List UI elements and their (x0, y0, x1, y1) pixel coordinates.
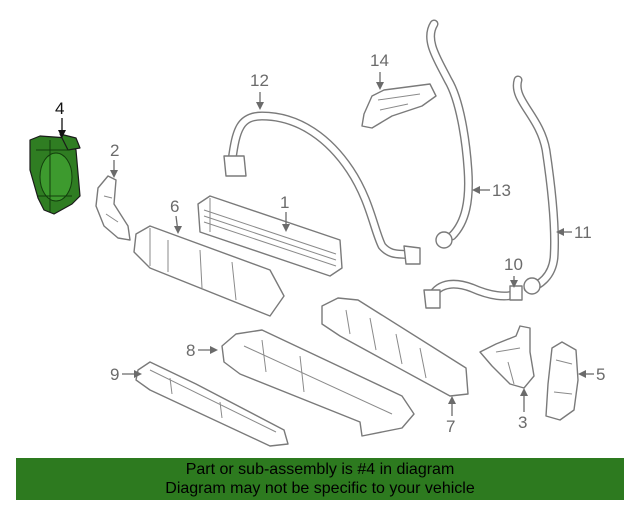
part-1-oil-cooler[interactable] (197, 195, 343, 277)
part-2-bracket[interactable] (95, 175, 131, 241)
callout-2: 2 (110, 141, 119, 178)
svg-text:10: 10 (504, 255, 523, 274)
callout-11: 11 (556, 223, 592, 242)
svg-text:2: 2 (110, 141, 119, 160)
part-8-shroud[interactable] (221, 329, 415, 437)
svg-text:9: 9 (110, 365, 119, 384)
callout-3: 3 (518, 388, 528, 432)
callout-6: 6 (170, 197, 182, 234)
callout-8: 8 (186, 341, 218, 360)
svg-text:1: 1 (280, 193, 289, 212)
svg-text:4: 4 (55, 99, 64, 118)
part-12-hose[interactable] (223, 111, 421, 265)
svg-text:6: 6 (170, 197, 179, 216)
svg-text:7: 7 (446, 417, 455, 436)
callout-12: 12 (250, 71, 269, 110)
parts-diagram: 4 2 6 1 12 (29, 19, 605, 447)
svg-text:8: 8 (186, 341, 195, 360)
callout-1: 1 (280, 193, 290, 232)
svg-text:5: 5 (596, 365, 605, 384)
banner-line-1: Part or sub-assembly is #4 in diagram (185, 461, 455, 478)
svg-text:12: 12 (250, 71, 269, 90)
part-9-air-guide[interactable] (135, 361, 289, 447)
part-4-highlighted[interactable] (29, 133, 81, 215)
svg-text:11: 11 (574, 223, 592, 242)
part-10-hose[interactable] (423, 279, 523, 309)
part-14-bracket[interactable] (361, 83, 437, 129)
part-11-hose[interactable] (512, 75, 560, 295)
svg-text:3: 3 (518, 413, 527, 432)
callout-5: 5 (578, 365, 605, 384)
part-5-bracket[interactable] (545, 341, 579, 421)
callout-4: 4 (55, 99, 66, 138)
callout-10: 10 (504, 255, 523, 288)
part-6-air-duct[interactable] (133, 225, 285, 317)
info-banner: Part or sub-assembly is #4 in diagram Di… (16, 458, 624, 500)
callout-9: 9 (110, 365, 142, 384)
part-7-air-duct[interactable] (321, 297, 469, 397)
banner-line-2: Diagram may not be specific to your vehi… (165, 480, 475, 497)
part-13-hose[interactable] (426, 19, 473, 249)
callout-7: 7 (446, 396, 456, 436)
callout-14: 14 (370, 51, 389, 90)
svg-text:13: 13 (492, 181, 511, 200)
svg-text:14: 14 (370, 51, 389, 70)
callout-13: 13 (472, 181, 511, 200)
part-3-bracket[interactable] (479, 325, 535, 389)
